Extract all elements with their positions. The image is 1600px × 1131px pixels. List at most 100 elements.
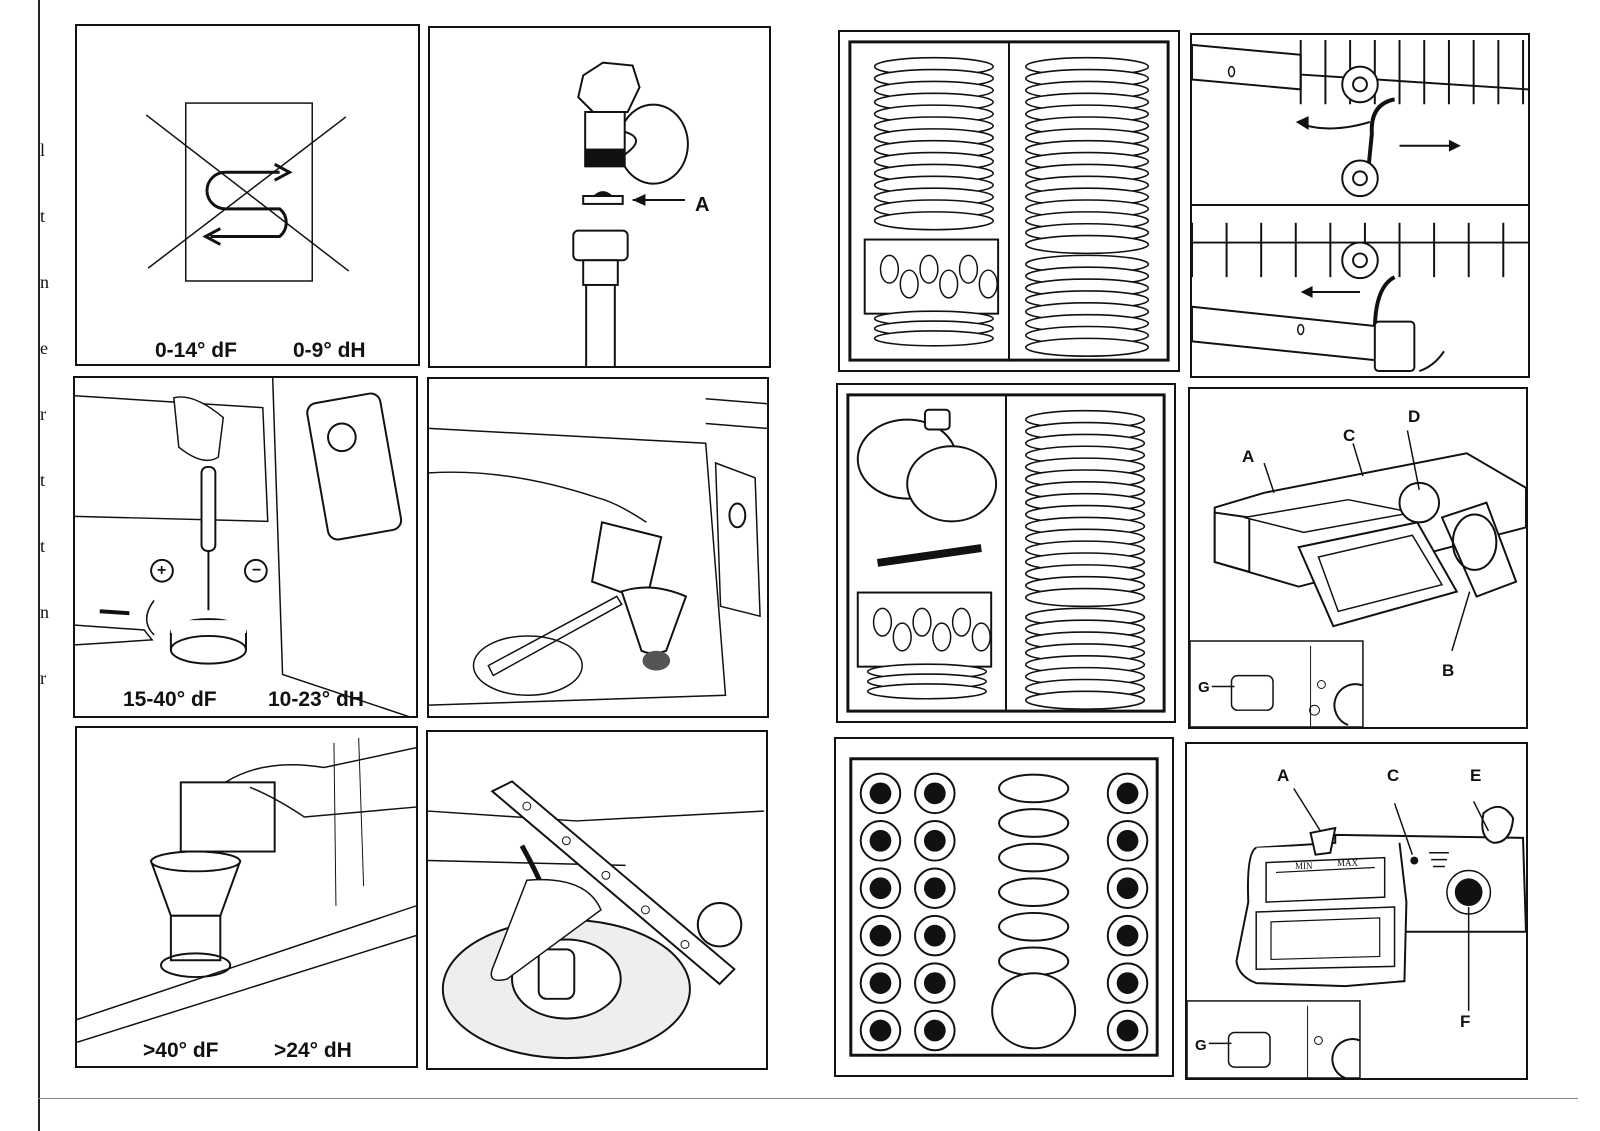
margin-letter: t <box>40 470 46 490</box>
margin-letter: n <box>40 602 49 622</box>
plate <box>866 683 988 700</box>
pot <box>906 445 998 523</box>
level-max-label: MAX <box>1337 858 1359 868</box>
page-binding-edge <box>38 0 40 1131</box>
margin-letter: r <box>40 668 46 688</box>
margin-letter: e <box>40 338 48 358</box>
pot-handle <box>923 408 951 431</box>
spoon <box>919 254 939 284</box>
rinse-label-e: E <box>1470 766 1482 785</box>
dispenser-label-g: G <box>1198 679 1210 696</box>
plate <box>1024 587 1146 608</box>
rinse-label-c: C <box>1387 766 1400 785</box>
plate <box>1025 337 1150 357</box>
saucer <box>998 877 1070 908</box>
washer-label-a: A <box>695 194 710 216</box>
panel-dispenser-open: A B C D G <box>1188 387 1528 729</box>
cup-opening <box>869 782 892 805</box>
cup-opening <box>923 1019 946 1042</box>
saucer <box>998 911 1070 942</box>
plate <box>873 330 994 347</box>
spoon <box>951 607 972 637</box>
cup-opening <box>869 924 892 947</box>
margin-letter: r <box>40 404 46 424</box>
saucer <box>998 946 1070 977</box>
bowl <box>991 972 1077 1050</box>
spoon <box>892 622 912 652</box>
dispenser-label-c: C <box>1343 426 1356 445</box>
basket-wheel-adjust-icon <box>1192 39 1528 373</box>
spoon <box>912 607 932 637</box>
cup-opening <box>1116 972 1139 994</box>
cup-opening <box>869 829 892 852</box>
margin-letter: l <box>40 140 46 160</box>
panel-remove-spray-arm <box>426 730 768 1070</box>
cup-opening <box>869 972 892 994</box>
spoon <box>899 269 919 299</box>
spoon <box>978 269 998 299</box>
rinse-label-a: A <box>1277 766 1290 785</box>
panel-water-hardness-no-softener: 0-14° dF 0-9° dH <box>75 24 420 366</box>
cup-opening <box>923 829 946 852</box>
spoon <box>932 622 952 652</box>
spoon <box>879 254 900 284</box>
spoon <box>872 607 893 637</box>
rinse-label-g: G <box>1195 1037 1207 1054</box>
cup-opening <box>1116 924 1139 947</box>
panel-fill-salt-funnel <box>427 377 769 718</box>
detergent-dispenser-icon <box>1190 430 1526 727</box>
tap-hose-icon <box>572 61 689 366</box>
page-bottom-edge <box>38 1098 1578 1099</box>
pan-handle <box>876 544 982 567</box>
dispenser-label-d: D <box>1408 407 1421 426</box>
margin-text-fragments: l t n e r t t n r <box>40 140 54 734</box>
plus-symbol: + <box>157 562 167 579</box>
cup-opening <box>923 782 946 805</box>
saucer <box>998 773 1070 804</box>
plate <box>1024 690 1146 710</box>
spoon <box>939 269 959 299</box>
rinse-aid-dispenser-icon <box>1187 788 1526 1078</box>
hardness-df-label: >40° dF <box>143 1039 219 1062</box>
cup-opening <box>869 1019 892 1042</box>
plate <box>1025 234 1150 255</box>
hardness-dh-label: >24° dH <box>274 1039 352 1062</box>
spoon <box>958 254 979 284</box>
rack-rail <box>1300 73 1528 91</box>
dispenser-label-a: A <box>1242 447 1255 466</box>
lower-basket-pots-icon <box>846 393 1166 713</box>
lower-basket-plates-icon <box>848 40 1170 362</box>
panel-lower-basket-pots <box>836 383 1176 723</box>
cup-opening <box>1116 1019 1139 1042</box>
cup-opening <box>1116 877 1139 900</box>
cup-opening <box>869 877 892 900</box>
hardness-df-label: 0-14° dF <box>155 339 237 362</box>
level-min-label: MIN <box>1295 861 1313 871</box>
cup-opening <box>923 972 946 994</box>
hardness-df-label: 15-40° dF <box>123 688 217 711</box>
margin-letter: t <box>40 206 46 226</box>
hardness-dh-label: 0-9° dH <box>293 339 366 362</box>
panel-rinse-aid-dispenser: A C E F G MIN MAX <box>1185 742 1528 1080</box>
dispenser-label-b: B <box>1442 661 1455 680</box>
spray-arm-icon <box>428 780 765 1060</box>
plate <box>873 211 994 231</box>
saucer <box>998 808 1070 838</box>
cup-opening <box>1116 782 1139 805</box>
basket-frame <box>849 757 1159 1057</box>
softener-dial-icon <box>75 378 410 716</box>
panel-upper-basket-cups <box>834 737 1174 1077</box>
salt-funnel-icon <box>429 398 767 706</box>
cup-opening <box>1116 829 1139 852</box>
rinse-label-f: F <box>1460 1012 1471 1031</box>
no-softener-icon <box>145 102 350 282</box>
upper-basket-cups-icon <box>849 757 1159 1057</box>
hardness-dh-label: 10-23° dH <box>268 688 364 711</box>
cup-opening <box>923 877 946 900</box>
minus-symbol: − <box>252 562 262 579</box>
salt-container-icon <box>77 737 416 1043</box>
saucer <box>998 842 1070 873</box>
panel-salt-container: >40° dF >24° dH <box>75 726 418 1068</box>
panel-softener-setting: + − 15-40° dF 10-23° dH <box>73 376 418 718</box>
margin-letter: n <box>40 272 49 292</box>
